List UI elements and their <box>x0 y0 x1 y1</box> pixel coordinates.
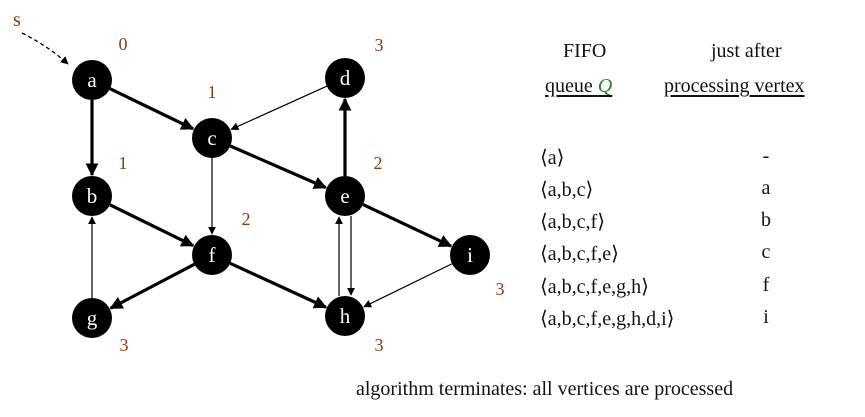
node-h: h3 <box>325 296 384 355</box>
node-c: c1 <box>192 82 232 158</box>
processed-vertex: - <box>762 145 770 167</box>
table-row: ⟨a⟩ - <box>540 145 840 171</box>
node-label-a: a <box>87 68 97 92</box>
edge-c-e <box>229 144 327 190</box>
source-label: s <box>13 9 21 31</box>
distance-label-e: 2 <box>374 153 383 173</box>
node-label-c: c <box>207 126 216 150</box>
table-row: ⟨a,b,c,f,e⟩ c <box>540 241 840 267</box>
node-f: f2 <box>192 209 251 275</box>
table-row: ⟨a,b,c,f⟩ b <box>540 209 840 235</box>
table-row: ⟨a,b,c,f,e,g,h,d,i⟩ i <box>540 306 840 332</box>
processed-vertex: i <box>763 306 769 328</box>
distance-label-d: 3 <box>375 35 384 55</box>
node-a: a0 <box>72 34 128 100</box>
queue-state: ⟨a,b,c,f,e,g,h,d,i⟩ <box>540 308 675 330</box>
queue-state: ⟨a,b,c,f,e⟩ <box>540 243 619 265</box>
queue-state: ⟨a,b,c,f⟩ <box>540 211 606 233</box>
table-row: ⟨a,b,c,f,e,g,h⟩ f <box>540 274 840 300</box>
node-circle-c <box>192 118 232 158</box>
queue-symbol: Q <box>597 75 613 97</box>
node-label-i: i <box>467 243 473 267</box>
distance-label-f: 2 <box>242 209 251 229</box>
edges-layer <box>85 85 453 310</box>
footer-text: algorithm terminates: all vertices are p… <box>356 378 734 400</box>
distance-label-g: 3 <box>120 335 129 355</box>
queue-state: ⟨a,b,c⟩ <box>540 179 594 201</box>
header-queue-prefix: queue <box>545 75 598 97</box>
header-queue: queue Q <box>545 75 612 98</box>
processed-vertex: f <box>762 274 770 296</box>
queue-state: ⟨a,b,c,f,e,g,h⟩ <box>540 276 649 298</box>
node-label-d: d <box>340 66 351 90</box>
distance-label-i: 3 <box>496 279 505 299</box>
edge-i-h <box>363 263 453 308</box>
queue-state: ⟨a⟩ <box>540 147 565 169</box>
node-label-f: f <box>209 243 216 267</box>
node-circle-a <box>72 60 112 100</box>
distance-label-h: 3 <box>375 335 384 355</box>
node-g: g3 <box>72 298 129 355</box>
distance-label-c: 1 <box>208 82 217 102</box>
edge-e-i <box>362 203 453 248</box>
processed-vertex: b <box>761 209 771 231</box>
node-circle-h <box>325 296 365 336</box>
node-circle-g <box>72 298 112 338</box>
node-label-g: g <box>87 306 98 330</box>
edge-f-g <box>109 262 196 310</box>
edge-b-f <box>109 203 195 248</box>
header-processing-vertex: processing vertex <box>664 75 805 97</box>
header-just-after: just after <box>711 40 782 62</box>
node-label-h: h <box>340 304 351 328</box>
node-label-e: e <box>340 184 349 208</box>
node-circle-b <box>72 176 112 216</box>
edge-f-h <box>229 261 328 309</box>
processed-vertex: c <box>761 241 771 263</box>
edge-a-c <box>109 87 195 131</box>
node-d: d3 <box>325 35 384 98</box>
distance-label-a: 0 <box>119 34 128 54</box>
node-circle-e <box>325 176 365 216</box>
node-b: b1 <box>72 153 128 216</box>
edge-d-c <box>230 85 328 131</box>
header-fifo: FIFO <box>563 40 607 62</box>
node-e: e2 <box>325 153 383 216</box>
distance-label-b: 1 <box>119 153 128 173</box>
node-circle-f <box>192 235 232 275</box>
node-circle-d <box>325 58 365 98</box>
processed-vertex: a <box>761 177 771 199</box>
table-row: ⟨a,b,c⟩ a <box>540 177 840 203</box>
node-circle-i <box>450 235 490 275</box>
source-pointer-arrow <box>21 32 69 65</box>
node-i: i3 <box>450 235 505 299</box>
node-label-b: b <box>87 184 98 208</box>
